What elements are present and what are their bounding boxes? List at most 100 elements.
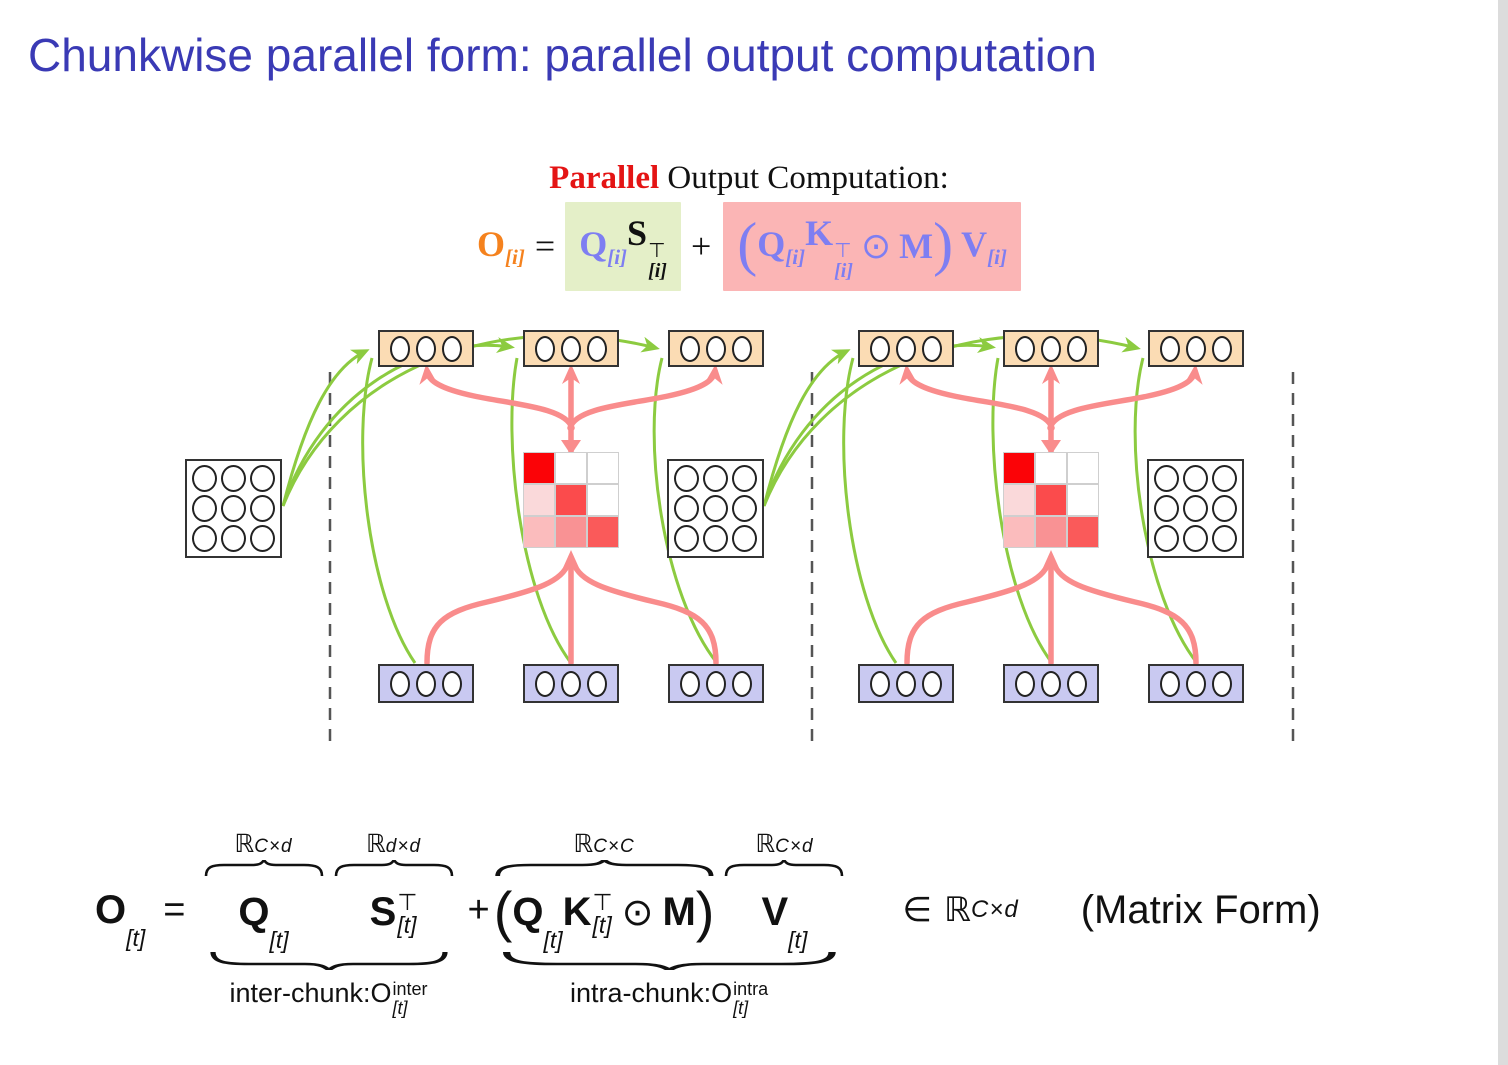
input-box-1: [378, 664, 474, 703]
unit-circle: [703, 494, 728, 522]
unit-circle: [1067, 335, 1087, 362]
unit-circle: [674, 465, 699, 493]
mask-cell: [587, 452, 619, 484]
section-heading: Parallel Output Computation:: [0, 160, 1498, 197]
mask-cell: [555, 516, 587, 548]
mask-cell: [1067, 484, 1099, 516]
unit-circle: [587, 335, 607, 362]
unit-circle: [1186, 335, 1206, 362]
unit-circle: [1183, 524, 1208, 552]
overbrace-icon: [204, 860, 323, 876]
mask-cell: [1067, 516, 1099, 548]
mask-cell: [523, 516, 555, 548]
unit-circle: [416, 670, 436, 697]
input-box-6: [1148, 664, 1244, 703]
unit-circle: [250, 494, 275, 522]
unit-circle: [561, 335, 581, 362]
unit-circle: [1041, 335, 1061, 362]
output-box-6: [1148, 330, 1244, 367]
unit-circle: [1160, 335, 1180, 362]
parallel-output-equation: O[i] = Q[i]S⊤[i] + ( Q[i]K⊤[i] ⊙ M ) V[i…: [0, 200, 1498, 292]
unit-circle: [561, 670, 581, 697]
input-box-2: [523, 664, 619, 703]
mask-cell: [523, 484, 555, 516]
overbrace-icon: [725, 860, 844, 876]
output-box-4: [858, 330, 954, 367]
overbrace-icon: [334, 860, 453, 876]
unit-circle: [680, 670, 700, 697]
unit-circle: [1212, 524, 1237, 552]
unit-circle: [732, 494, 757, 522]
unit-circle: [250, 465, 275, 493]
unit-circle: [1154, 524, 1179, 552]
mask-cell: [555, 484, 587, 516]
unit-circle: [535, 670, 555, 697]
unit-circle: [390, 335, 410, 362]
unit-circle: [587, 670, 607, 697]
unit-circle: [732, 335, 752, 362]
unit-circle: [1154, 494, 1179, 522]
unit-circle: [732, 524, 757, 552]
unit-circle: [416, 335, 436, 362]
unit-circle: [703, 524, 728, 552]
underbrace-icon: [209, 952, 448, 970]
unit-circle: [922, 670, 942, 697]
unit-circle: [1041, 670, 1061, 697]
unit-circle: [442, 670, 462, 697]
unit-circle: [706, 670, 726, 697]
inter-chunk-term: Q[i]S⊤[i]: [565, 201, 681, 291]
unit-circle: [1160, 670, 1180, 697]
output-box-1: [378, 330, 474, 367]
mask-cell: [1003, 516, 1035, 548]
page-edge-strip: [1498, 0, 1508, 1065]
eq-bottom-plus: +: [467, 888, 490, 931]
unit-circle: [1067, 670, 1087, 697]
eq-bottom-lhs: O[t] =: [95, 887, 186, 952]
unit-circle: [674, 524, 699, 552]
unit-circle: [870, 335, 890, 362]
unit-circle: [870, 670, 890, 697]
unit-circle: [732, 670, 752, 697]
mask-cell: [587, 516, 619, 548]
unit-circle: [1212, 494, 1237, 522]
unit-circle: [192, 465, 217, 493]
unit-circle: [674, 494, 699, 522]
unit-circle: [703, 465, 728, 493]
inter-chunk-arrows-2: [762, 334, 1199, 664]
mask-cell: [1003, 484, 1035, 516]
heading-rest: Output Computation:: [659, 160, 949, 196]
input-box-5: [1003, 664, 1099, 703]
mask-matrix-1: [523, 452, 619, 548]
unit-circle: [1154, 465, 1179, 493]
mask-cell: [1035, 516, 1067, 548]
unit-circle: [732, 465, 757, 493]
unit-circle: [1212, 670, 1232, 697]
unit-circle: [221, 494, 246, 522]
heading-emphasis: Parallel: [549, 160, 660, 196]
matrix-form-note: (Matrix Form): [1080, 887, 1321, 932]
unit-circle: [250, 524, 275, 552]
unit-circle: [922, 335, 942, 362]
unit-circle: [896, 335, 916, 362]
mask-cell: [1067, 452, 1099, 484]
inter-chunk-arrows-1: [281, 334, 719, 664]
eq-top-S: S⊤[i]: [627, 212, 667, 282]
input-box-4: [858, 664, 954, 703]
mask-cell: [1035, 484, 1067, 516]
intra-chunk-term: ( Q[i]K⊤[i] ⊙ M ) V[i]: [723, 201, 1021, 291]
output-box-5: [1003, 330, 1099, 367]
state-matrix-middle: [667, 459, 764, 558]
unit-circle: [1183, 494, 1208, 522]
